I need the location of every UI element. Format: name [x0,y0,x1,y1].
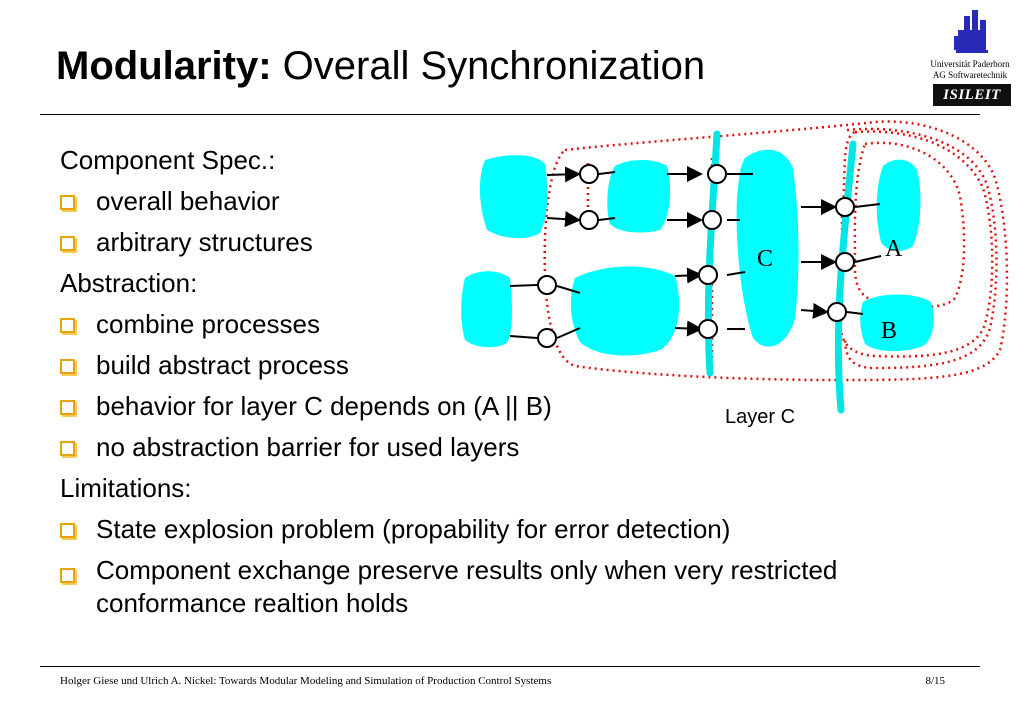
line-text: overall behavior [96,186,280,216]
line-5 [556,285,581,294]
line-text: Component Spec.: [60,145,276,175]
port-8 [698,319,718,339]
section-heading: Component Spec.: [60,140,920,181]
label-a: A [885,236,903,262]
bullet-box-icon [60,523,75,538]
boundary-outer [543,120,1009,382]
port-4 [537,328,557,348]
bullet-box-icon [60,318,75,333]
line-text: Abstraction: [60,268,198,298]
port-7 [698,265,718,285]
label-c: C [757,246,773,272]
blob-top-mid [607,160,671,233]
bullet-box-icon [60,195,75,210]
bullet-box-icon [60,359,75,374]
line-11 [854,203,881,208]
port-6 [702,210,722,230]
line-12 [854,255,882,263]
arrow-9 [800,302,829,319]
line-6 [556,327,581,339]
line-text: no abstraction barrier for used layers [96,432,520,462]
ports [537,164,855,348]
section-heading: Limitations: [60,468,920,509]
layer-c-right-line [834,140,857,414]
connection-lines [509,171,882,339]
bullet-box-icon [60,441,75,456]
line-text: combine processes [96,309,320,339]
bullet-item: arbitrary structures [60,222,920,263]
line-4 [509,335,538,339]
title-rest: Overall Synchronization [271,44,706,88]
components [461,149,934,356]
label-b: B [881,318,897,344]
bullet-item: behavior for layer C depends on (A || B) [60,386,920,427]
arrow-5 [674,267,703,284]
layer-c-left-line [704,130,721,377]
line-text: build abstract process [96,350,349,380]
bullet-box-icon [60,400,75,415]
footer-citation: Holger Giese und Ulrich A. Nickel: Towar… [60,675,552,687]
bullet-item: combine processes [60,304,920,345]
blob-top-left [479,155,548,239]
bullet-box-icon [60,568,75,583]
institution-line-1: Universität Paderborn [930,59,1010,69]
bullet-item: no abstraction barrier for used layers [60,427,920,468]
university-logo-icon [954,10,988,53]
bullet-item: build abstract process [60,345,920,386]
arrow-2 [546,211,581,228]
bullet-item: Component exchange preserve results only… [60,554,920,620]
line-text: arbitrary structures [96,227,313,257]
blob-b [860,294,934,352]
port-10 [835,252,855,272]
port-3 [537,275,557,295]
arrow-1 [546,166,581,183]
line-text: behavior for layer C depends on (A || B) [96,391,552,421]
isileit-badge: ISILEIT [933,84,1011,106]
slide-body: Component Spec.: overall behavior arbitrar… [60,140,920,620]
blob-a [876,159,921,251]
page-number: 8/15 [925,675,945,687]
line-text: State explosion problem (propability for… [96,514,731,544]
blob-bottom-left [461,271,512,348]
line-text: Limitations: [60,473,192,503]
section-heading: Abstraction: [60,263,920,304]
architecture-diagram: C A B Layer C [461,120,1009,428]
line-2 [598,217,616,221]
port-9 [835,197,855,217]
slide-title: Modularity: Overall Synchronization [56,38,705,94]
footer-divider [40,666,980,667]
port-5 [707,164,727,184]
arrow-6 [674,320,703,337]
bullet-item: State explosion problem (propability for… [60,509,920,550]
blob-c [736,149,799,347]
blob-bottom-mid [570,266,680,356]
bullet-box-icon [60,236,75,251]
header-divider [40,114,980,115]
line-13 [846,311,864,315]
institution-text: Universität Paderborn AG Softwaretechnik [922,59,1018,81]
title-bold: Modularity: [56,44,272,88]
port-1 [579,164,599,184]
bullet-item: overall behavior [60,181,920,222]
institution-line-2: AG Softwaretechnik [932,70,1008,80]
line-text: Component exchange preserve results only… [96,555,838,618]
line-9 [726,271,746,276]
port-11 [827,302,847,322]
line-3 [509,284,538,287]
line-1 [598,171,616,175]
port-2 [579,210,599,230]
layer-c-label: Layer C [725,406,795,428]
connection-arrows [546,166,837,337]
